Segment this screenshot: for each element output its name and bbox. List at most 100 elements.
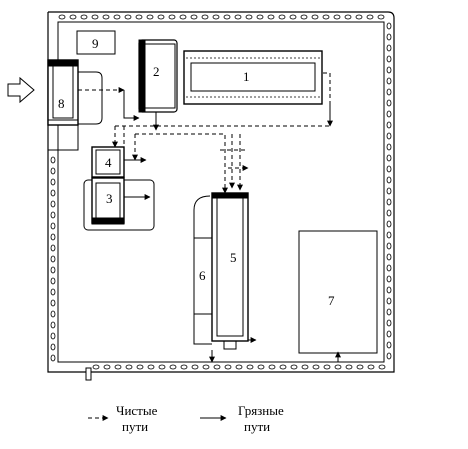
wall-stud xyxy=(386,319,392,327)
wall-stud xyxy=(201,14,209,20)
wall-stud xyxy=(386,308,392,316)
legend-dirty-line1: Грязные xyxy=(238,403,284,418)
wall-stud xyxy=(223,14,231,20)
room-7: 7 xyxy=(298,230,378,354)
wall-stud xyxy=(386,264,392,272)
label-8: 8 xyxy=(58,96,65,111)
wall-stud xyxy=(246,364,254,370)
wall-stud xyxy=(279,364,287,370)
wall-stud xyxy=(386,77,392,85)
wall-stud xyxy=(92,364,100,370)
wall-stud xyxy=(157,14,165,20)
wall-stud xyxy=(386,198,392,206)
wall-stud xyxy=(50,310,56,318)
wall-stud xyxy=(114,364,122,370)
wall-stud xyxy=(168,14,176,20)
wall-stud xyxy=(50,178,56,186)
wall-stud xyxy=(386,253,392,261)
door-marker xyxy=(85,367,92,381)
wall-stud xyxy=(50,211,56,219)
label-1: 1 xyxy=(243,69,250,84)
wall-stud xyxy=(103,364,111,370)
equipment-2: 2 xyxy=(138,39,178,113)
legend-clean-line1: Чистые xyxy=(116,403,158,418)
wall-stud xyxy=(50,277,56,285)
wall-stud xyxy=(180,364,188,370)
wall-stud xyxy=(234,14,242,20)
wall-stud xyxy=(345,364,353,370)
label-5: 5 xyxy=(230,250,237,265)
wall-stud xyxy=(322,14,330,20)
wall-stud xyxy=(300,14,308,20)
wall-stud xyxy=(91,14,99,20)
wall-stud xyxy=(50,167,56,175)
wall-stud xyxy=(289,14,297,20)
wall-stud xyxy=(58,14,66,20)
wall-stud xyxy=(136,364,144,370)
wall-stud xyxy=(344,14,352,20)
legend: Чистые пути Грязные пути xyxy=(88,403,284,434)
wall-stud xyxy=(50,299,56,307)
wall-stud xyxy=(386,209,392,217)
wall-stud xyxy=(377,14,385,20)
wall-stud xyxy=(386,22,392,30)
equipment-6: 6 xyxy=(193,195,213,345)
wall-stud xyxy=(386,33,392,41)
wall-stud xyxy=(386,121,392,129)
label-4: 4 xyxy=(105,155,112,170)
wall-stud xyxy=(212,14,220,20)
wall-stud xyxy=(268,364,276,370)
wall-stud xyxy=(386,286,392,294)
wall-stud xyxy=(290,364,298,370)
legend-clean-line2: пути xyxy=(122,419,148,434)
equipment-8: 8 xyxy=(47,59,103,151)
wall-stud xyxy=(50,354,56,362)
wall-stud xyxy=(386,154,392,162)
wall-stud xyxy=(386,143,392,151)
wall-studs xyxy=(50,14,392,370)
equipment-1: 1 xyxy=(183,50,323,105)
room-9: 9 xyxy=(76,30,116,55)
wall-stud xyxy=(386,352,392,360)
wall-stud xyxy=(135,14,143,20)
label-2: 2 xyxy=(153,64,160,79)
wall-stud xyxy=(386,242,392,250)
wall-stud xyxy=(169,364,177,370)
wall-stud xyxy=(50,156,56,164)
wall-stud xyxy=(125,364,133,370)
wall-stud xyxy=(50,222,56,230)
wall-stud xyxy=(50,200,56,208)
wall-stud xyxy=(50,255,56,263)
wall-stud xyxy=(386,330,392,338)
wall-stud xyxy=(386,110,392,118)
wall-stud xyxy=(386,220,392,228)
wall-stud xyxy=(386,275,392,283)
wall-stud xyxy=(312,364,320,370)
wall-stud xyxy=(386,99,392,107)
legend-clean: Чистые пути xyxy=(88,403,158,434)
wall-stud xyxy=(386,176,392,184)
wall-stud xyxy=(355,14,363,20)
entrance-arrow xyxy=(7,76,35,104)
wall-stud xyxy=(256,14,264,20)
wall-stud xyxy=(113,14,121,20)
wall-stud xyxy=(190,14,198,20)
wall-stud xyxy=(356,364,364,370)
wall-stud xyxy=(158,364,166,370)
clean-paths xyxy=(78,72,333,194)
wall-stud xyxy=(80,14,88,20)
wall-stud xyxy=(378,364,386,370)
wall-stud xyxy=(50,321,56,329)
wall-stud xyxy=(257,364,265,370)
label-7: 7 xyxy=(328,293,335,308)
wall-stud xyxy=(386,55,392,63)
wall-stud xyxy=(386,187,392,195)
outer-wall xyxy=(47,11,395,373)
wall-stud xyxy=(386,297,392,305)
wall-stud xyxy=(50,266,56,274)
wall-stud xyxy=(334,364,342,370)
equipment-4: 4 xyxy=(91,146,125,178)
wall-stud xyxy=(386,66,392,74)
wall-stud xyxy=(50,244,56,252)
